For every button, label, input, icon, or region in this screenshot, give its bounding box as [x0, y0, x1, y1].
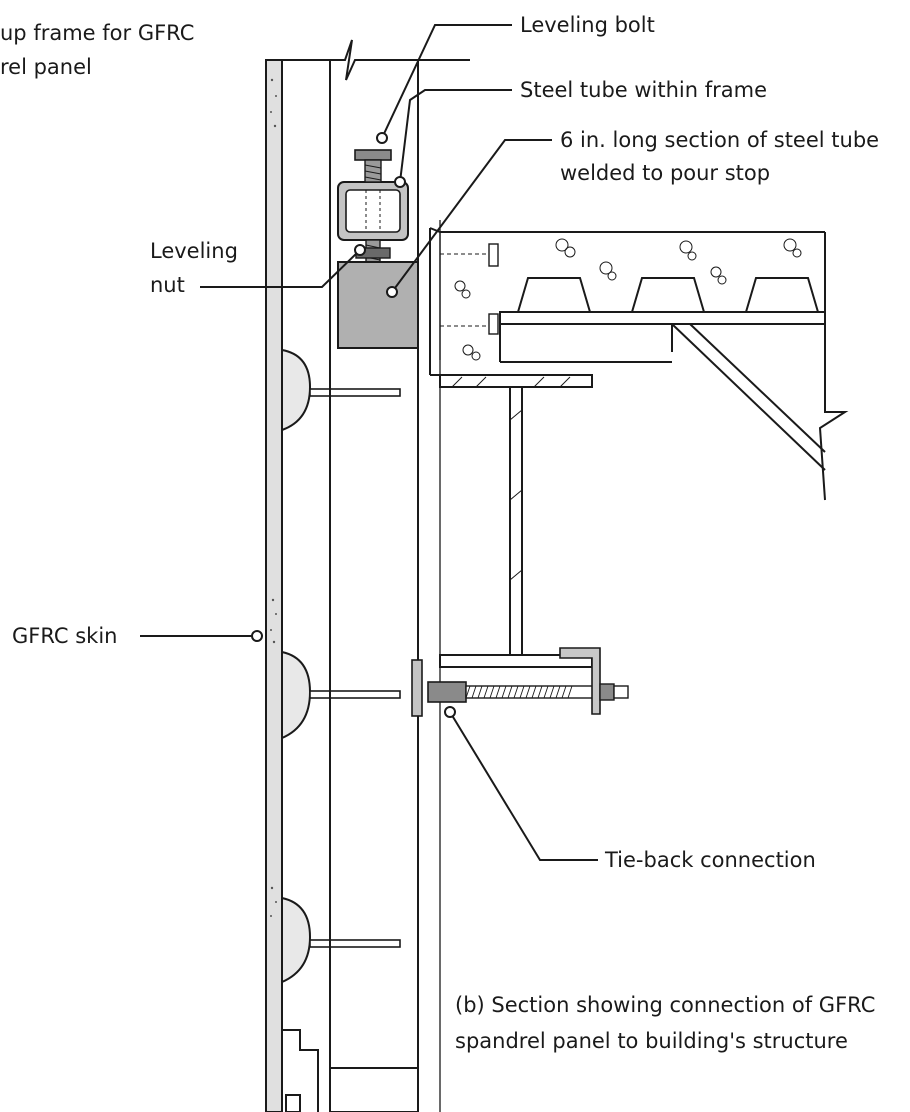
tube-section-label-line1: 6 in. long section of steel tube: [560, 128, 879, 152]
leveling-bolt-label: Leveling bolt: [520, 13, 655, 37]
frame-label-line1: up frame for GFRC: [0, 21, 194, 45]
spandrel-beam: [439, 374, 593, 668]
floor-slab: [429, 227, 826, 376]
steel-tube-label: Steel tube within frame: [520, 78, 767, 102]
gfrc-skin: [265, 59, 319, 1112]
leader-dots: [251, 132, 456, 718]
gfrc-skin-label: GFRC skin: [12, 624, 117, 648]
leveling-nut-label-line1: Leveling: [150, 239, 238, 263]
leveling-nut-label-line2: nut: [150, 273, 185, 297]
welded-tube-section: [337, 261, 419, 349]
tube-section-label-line2: welded to pour stop: [560, 161, 770, 185]
tie-back-assembly: [411, 647, 629, 717]
tie-back-label: Tie-back connection: [604, 848, 816, 872]
leader-lines: [140, 24, 598, 861]
steel-frame: [282, 39, 470, 1112]
anchor-bosses: [281, 348, 401, 984]
caption-line1: (b) Section showing connection of GFRC: [455, 993, 875, 1017]
caption-line2: spandrel panel to building's structure: [455, 1029, 848, 1053]
steel-tube-assembly: [337, 149, 409, 263]
frame-label-line2: rel panel: [0, 55, 92, 79]
steel-beam: [499, 311, 849, 501]
